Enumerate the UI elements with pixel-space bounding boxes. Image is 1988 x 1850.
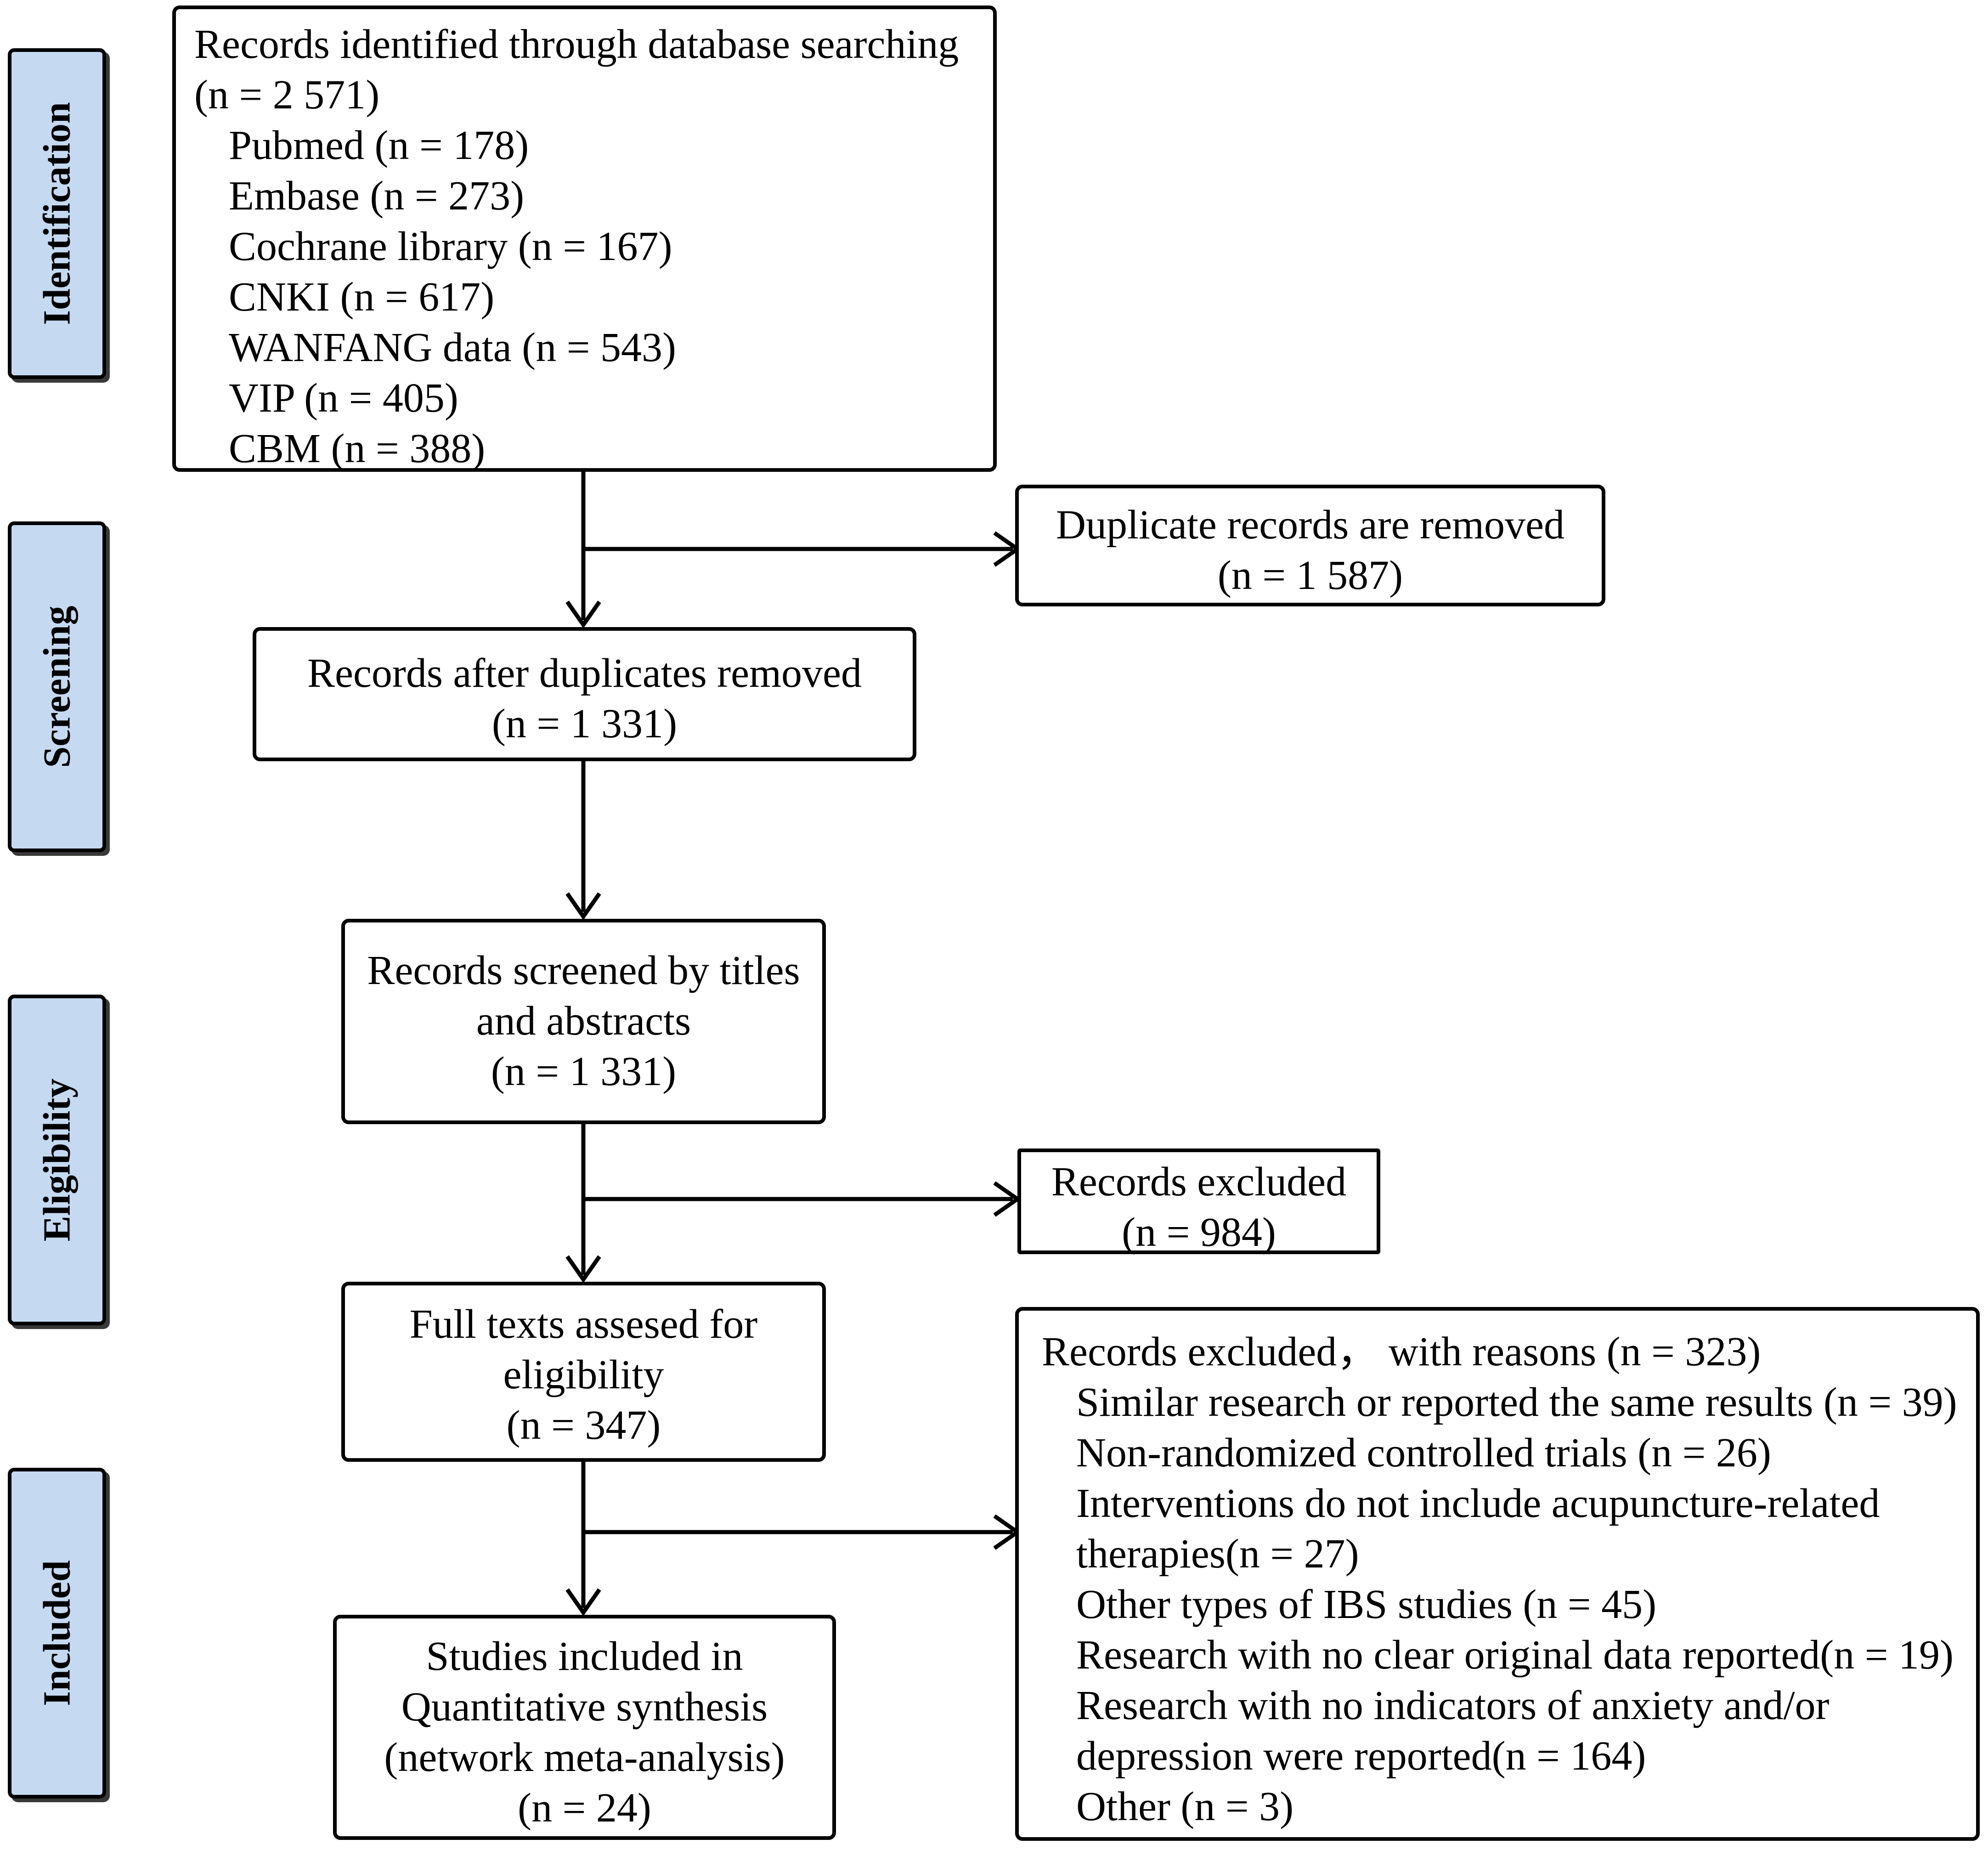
excluded-reasons-box: Records excluded， with reasons (n = 323)…	[1015, 1307, 1980, 1841]
identification-box: Records identified through database sear…	[172, 6, 997, 472]
full-texts-label-2: eligibility	[503, 1352, 664, 1397]
full-texts-count: (n = 347)	[506, 1403, 661, 1448]
reason-item: Similar research or reported the same re…	[1076, 1380, 1957, 1425]
stage-included: Included	[8, 1468, 106, 1799]
reason-item: Other types of IBS studies (n = 45)	[1076, 1582, 1657, 1627]
reason-item: Interventions do not include acupuncture…	[1076, 1481, 1880, 1526]
included-count: (n = 24)	[518, 1785, 651, 1831]
included-label-2: Quantitative synthesis	[401, 1684, 768, 1730]
excluded-reasons-title: Records excluded， with reasons (n = 323)	[1042, 1329, 1761, 1375]
reason-list: Similar research or reported the same re…	[1042, 1377, 1976, 1832]
full-texts-box: Full texts assesed for eligibility (n = …	[341, 1282, 826, 1462]
duplicates-removed-label: Duplicate records are removed	[1056, 502, 1564, 548]
screened-count: (n = 1 331)	[491, 1049, 677, 1094]
after-duplicates-label: Records after duplicates removed	[307, 651, 862, 696]
identification-title: Records identified through database sear…	[194, 22, 959, 67]
excluded-box: Records excluded (n = 984)	[1017, 1148, 1380, 1255]
reason-item: Non-randomized controlled trials (n = 26…	[1076, 1430, 1771, 1476]
screened-label-2: and abstracts	[476, 998, 691, 1044]
screened-box: Records screened by titles and abstracts…	[341, 919, 826, 1124]
stage-eligibility: Eligibility	[8, 995, 106, 1325]
after-duplicates-count: (n = 1 331)	[491, 701, 678, 747]
stage-screening: Screening	[8, 521, 106, 852]
stage-identification: Identification	[8, 48, 106, 379]
duplicates-removed-count: (n = 1 587)	[1217, 553, 1403, 598]
excluded-count: (n = 984)	[1122, 1210, 1276, 1255]
included-label-1: Studies included in	[426, 1634, 743, 1679]
after-duplicates-box: Records after duplicates removed (n = 1 …	[253, 627, 916, 761]
full-texts-label-1: Full texts assesed for	[409, 1301, 758, 1347]
source-item: CBM (n = 388)	[229, 426, 486, 471]
screened-label-1: Records screened by titles	[367, 948, 800, 993]
included-box: Studies included in Quantitative synthes…	[333, 1615, 836, 1840]
source-item: Pubmed (n = 178)	[229, 123, 529, 168]
source-item: VIP (n = 405)	[229, 375, 458, 421]
source-item: CNKI (n = 617)	[229, 274, 495, 320]
source-list: Pubmed (n = 178) Embase (n = 273) Cochra…	[194, 120, 993, 474]
reason-item: depression were reported(n = 164)	[1076, 1733, 1646, 1779]
source-item: Embase (n = 273)	[229, 173, 525, 219]
reason-item: Other (n = 3)	[1076, 1784, 1294, 1829]
included-label-3: (network meta-analysis)	[384, 1735, 785, 1780]
duplicates-removed-box: Duplicate records are removed (n = 1 587…	[1015, 485, 1605, 606]
source-item: WANFANG data (n = 543)	[229, 325, 676, 370]
reason-item: therapies(n = 27)	[1076, 1531, 1359, 1577]
excluded-label: Records excluded	[1051, 1159, 1347, 1205]
reason-item: Research with no clear original data rep…	[1076, 1632, 1954, 1678]
identification-count: (n = 2 571)	[194, 72, 380, 118]
source-item: Cochrane library (n = 167)	[229, 224, 672, 269]
reason-item: Research with no indicators of anxiety a…	[1076, 1683, 1830, 1728]
